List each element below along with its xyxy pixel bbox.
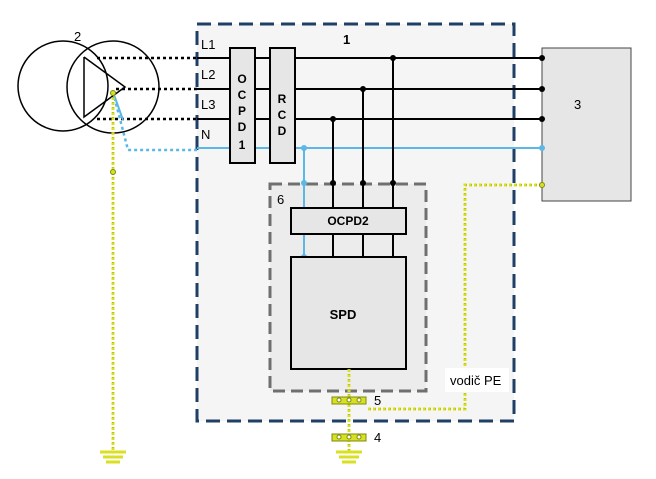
rcd-label: R C D xyxy=(278,92,287,138)
rcd-letter: D xyxy=(278,124,287,138)
neutral-lead xyxy=(111,91,197,152)
ocpd1-box xyxy=(229,47,256,164)
load-box-3 xyxy=(541,47,632,202)
label-n: N xyxy=(201,127,210,142)
label-transformer-2: 2 xyxy=(74,29,81,44)
phase-junctions xyxy=(330,55,545,186)
neutral-star-leg xyxy=(112,91,124,121)
ocpd2-to-spd xyxy=(332,234,394,257)
spd-box xyxy=(290,256,407,370)
label-terminal-5: 5 xyxy=(374,393,381,408)
earth-symbol-left xyxy=(100,450,126,464)
pe-conductor xyxy=(366,182,545,411)
transformer-pe xyxy=(110,90,116,452)
label-box-1: 1 xyxy=(343,32,350,47)
ocpd2-box xyxy=(290,207,407,235)
ocpd1-letter: C xyxy=(238,88,247,102)
label-l2: L2 xyxy=(201,67,215,82)
label-spd: SPD xyxy=(330,307,357,322)
label-spd-box-6: 6 xyxy=(277,192,284,207)
pe-label-bg xyxy=(445,368,509,392)
label-l1: L1 xyxy=(201,37,215,52)
ocpd1-label: O C P D 1 xyxy=(237,72,246,152)
transformer-leads xyxy=(97,56,197,121)
terminal-4 xyxy=(331,433,367,442)
label-load-3: 3 xyxy=(574,97,581,112)
transformer-symbol xyxy=(17,40,160,134)
rcd-letter: R xyxy=(278,92,287,106)
rcd-letter: C xyxy=(278,108,287,122)
label-ocpd2: OCPD2 xyxy=(327,214,369,228)
ocpd1-letter: P xyxy=(238,104,246,118)
ocpd1-letter: 1 xyxy=(239,138,246,152)
ocpd1-letter: O xyxy=(237,72,246,86)
terminal-5 xyxy=(331,396,367,405)
label-pe-conductor: vodič PE xyxy=(450,373,502,388)
earth-symbol-center xyxy=(336,450,362,464)
label-earth-4: 4 xyxy=(374,430,381,445)
rcd-box xyxy=(269,47,296,164)
label-l3: L3 xyxy=(201,97,215,112)
ocpd1-letter: D xyxy=(238,120,247,134)
